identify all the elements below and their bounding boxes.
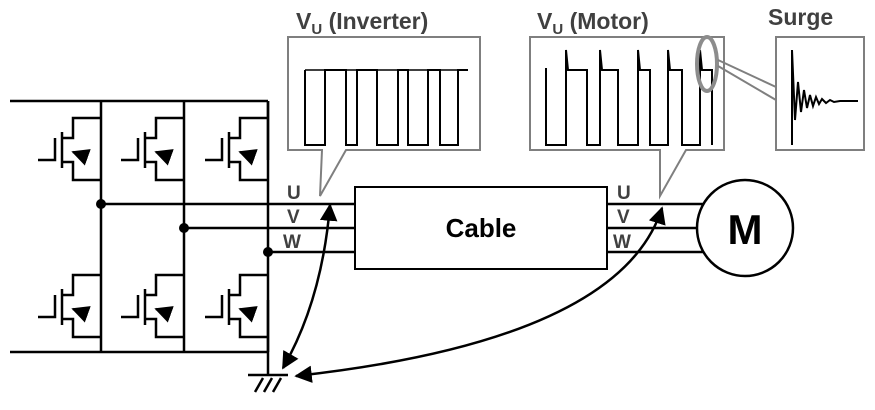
surge-highlight-ring <box>695 35 719 93</box>
surge-zoom-panel <box>775 36 865 151</box>
inverter-voltage-title: VU (Inverter) <box>296 8 429 38</box>
inverter-waveform-panel <box>287 36 481 197</box>
current-arrows <box>281 203 666 383</box>
surge-title: Surge <box>768 4 834 30</box>
surge-ringing-waveform <box>791 49 858 145</box>
phase-junctions <box>96 199 273 257</box>
motor-waveform-panel <box>529 35 777 200</box>
inverter-phase-w: W <box>283 232 301 253</box>
inverter-phase-labels: U V W <box>283 183 301 253</box>
ground-symbol <box>248 373 288 393</box>
motor-phase-labels: U V W <box>613 183 631 253</box>
motor-phase-w: W <box>613 232 631 253</box>
inverter-phase-v: V <box>287 207 300 228</box>
motor-phase-u: U <box>617 183 631 204</box>
motor-voltage-title: VU (Motor) <box>537 8 649 38</box>
cable-label: Cable <box>446 213 517 243</box>
motor-label: M <box>728 206 763 253</box>
igbt-switches <box>38 116 268 339</box>
inverter-phase-u: U <box>287 183 301 204</box>
motor-phase-v: V <box>617 207 630 228</box>
motor-pulse-waveform <box>545 49 713 146</box>
motor-symbol <box>695 178 795 278</box>
